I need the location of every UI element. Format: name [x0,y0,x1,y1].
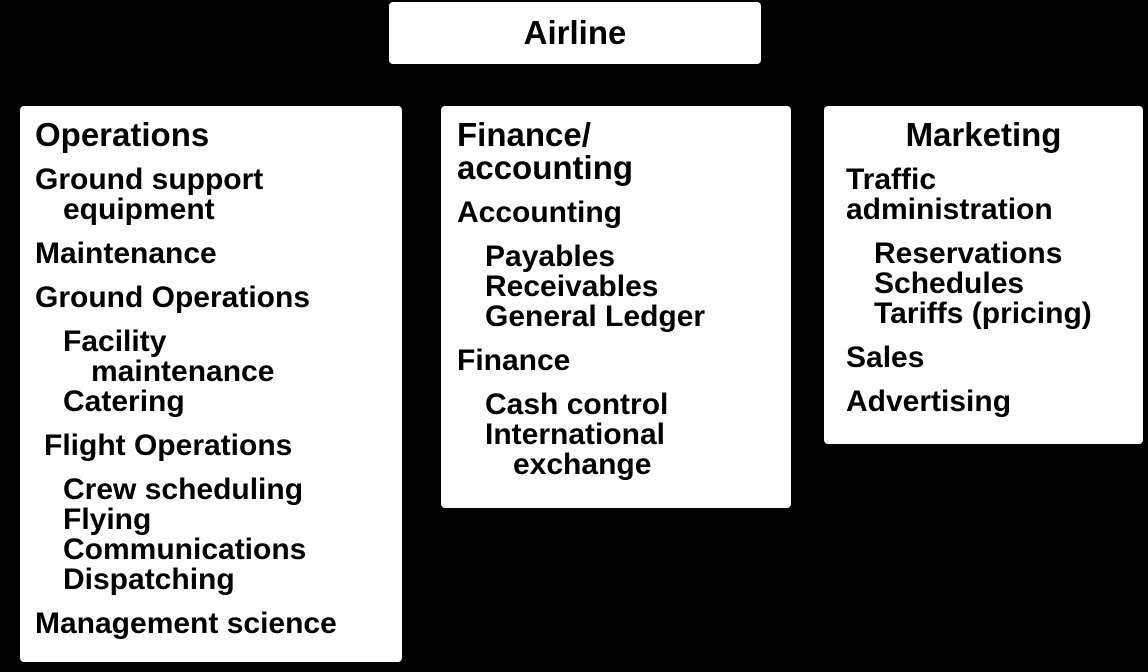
department-marketing: Marketing Traffic administration Reserva… [824,106,1143,444]
root-label: Airline [523,14,627,51]
item-traffic-cont: administration [846,193,1053,226]
item-schedules: Schedules [874,267,1025,300]
item-tariffs: Tariffs (pricing) [874,297,1092,330]
marketing-title: Marketing [905,116,1062,153]
item-flying: Flying [63,503,152,536]
item-facility-cont: maintenance [91,355,275,388]
item-payables: Payables [485,240,616,273]
item-flight-operations: Flight Operations [44,429,293,462]
item-maintenance: Maintenance [35,237,217,270]
item-dispatching: Dispatching [63,563,235,596]
item-catering: Catering [63,385,185,418]
item-accounting: Accounting [457,196,622,229]
item-general-ledger: General Ledger [485,300,706,333]
item-receivables: Receivables [485,270,659,303]
department-operations: Operations Ground support equipment Main… [20,106,402,662]
operations-title: Operations [35,116,210,153]
item-advertising: Advertising [846,385,1012,418]
root-connector [574,64,577,106]
item-management-science: Management science [35,607,337,640]
item-crew-scheduling: Crew scheduling [63,473,304,506]
item-cash-control: Cash control [485,388,669,421]
item-facility: Facility [63,325,167,358]
item-ground-support-cont: equipment [63,193,215,226]
item-reservations: Reservations [874,237,1063,270]
root-node-airline: Airline [389,2,761,64]
branch-connector [210,92,990,95]
item-international-cont: exchange [513,448,652,481]
finance-title: Finance/ [457,116,591,153]
item-traffic: Traffic [846,163,937,196]
finance-title-cont: accounting [457,149,634,186]
item-finance: Finance [457,344,571,377]
item-ground-operations: Ground Operations [35,281,311,314]
item-sales: Sales [846,341,925,374]
item-communications: Communications [63,533,307,566]
item-international: International [485,418,666,451]
item-ground-support: Ground support [35,163,264,196]
department-finance: Finance/ accounting Accounting Payables … [441,106,791,508]
